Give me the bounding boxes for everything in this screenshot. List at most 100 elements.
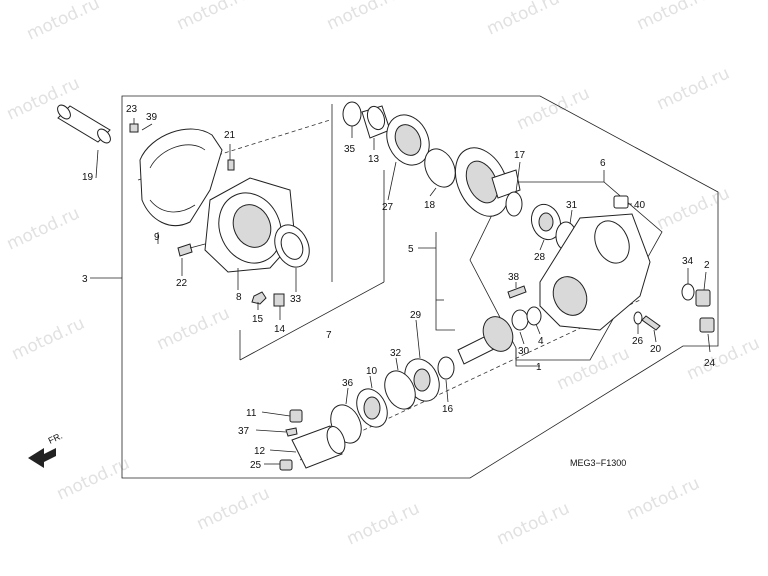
part-34-washer[interactable] xyxy=(681,283,695,301)
callout-19[interactable]: 19 xyxy=(82,172,94,183)
part-38-bolt[interactable] xyxy=(507,285,527,299)
part-11-nut[interactable] xyxy=(289,409,303,423)
callout-3[interactable]: 3 xyxy=(82,274,88,285)
part-10-spline-joint[interactable] xyxy=(351,384,393,432)
callout-35[interactable]: 35 xyxy=(344,144,356,155)
callout-38[interactable]: 38 xyxy=(508,272,520,283)
part-33-oil-seal[interactable] xyxy=(268,219,316,272)
part-20-bolt[interactable] xyxy=(641,315,661,331)
callout-32[interactable]: 32 xyxy=(390,348,402,359)
watermark-text: motod.ru xyxy=(344,498,423,549)
callout-7[interactable]: 7 xyxy=(326,330,332,341)
watermark-layer: motod.ru motod.ru motod.ru motod.ru moto… xyxy=(4,0,763,550)
part-13-collar[interactable] xyxy=(361,104,391,139)
part-14-stud[interactable] xyxy=(273,293,285,307)
part-16-ring[interactable] xyxy=(437,356,455,380)
watermark-text: motod.ru xyxy=(9,313,88,364)
part-28-bearing[interactable] xyxy=(527,200,566,243)
bracket-line xyxy=(515,348,540,367)
callout-22[interactable]: 22 xyxy=(176,278,188,289)
callout-14[interactable]: 14 xyxy=(274,324,286,335)
callout-13[interactable]: 13 xyxy=(368,154,380,165)
callout-15[interactable]: 15 xyxy=(252,314,264,325)
part-25-bolt[interactable] xyxy=(279,459,293,471)
watermark-text: motod.ru xyxy=(4,203,83,254)
axis-line xyxy=(137,119,331,181)
callout-10[interactable]: 10 xyxy=(366,366,378,377)
callout-34[interactable]: 34 xyxy=(682,256,694,267)
part-18-shim[interactable] xyxy=(419,144,461,192)
callout-39[interactable]: 39 xyxy=(146,112,158,123)
watermark-text: motod.ru xyxy=(684,333,763,384)
part-9-dust-cover[interactable] xyxy=(139,128,223,227)
diagram-code: MEG3−F1300 xyxy=(570,458,626,468)
callout-1[interactable]: 1 xyxy=(536,362,542,373)
callout-40[interactable]: 40 xyxy=(634,200,646,211)
part-2-plug[interactable] xyxy=(695,289,711,307)
callout-9[interactable]: 9 xyxy=(154,232,160,243)
part-35-o-ring[interactable] xyxy=(342,101,362,127)
part-30-shim[interactable] xyxy=(526,306,542,326)
part-8-case-cover[interactable] xyxy=(204,177,296,273)
part-24-plug[interactable] xyxy=(699,317,715,333)
bracket-line xyxy=(239,281,385,361)
part-15-nut[interactable] xyxy=(251,291,267,305)
callout-4[interactable]: 4 xyxy=(538,336,544,347)
watermark-text: motod.ru xyxy=(24,0,103,45)
part-22-bolt[interactable] xyxy=(177,243,206,257)
callout-2[interactable]: 2 xyxy=(704,260,710,271)
callout-33[interactable]: 33 xyxy=(290,294,302,305)
part-19-sleeve[interactable] xyxy=(55,103,113,146)
part-21-bolt[interactable] xyxy=(227,159,235,171)
front-label: FR. xyxy=(47,431,64,446)
callout-29[interactable]: 29 xyxy=(410,310,422,321)
leader-lines xyxy=(90,118,711,465)
front-direction-indicator: FR. xyxy=(28,431,64,468)
part-32-ring[interactable] xyxy=(379,366,421,414)
callout-17[interactable]: 17 xyxy=(514,150,526,161)
part-12-sleeve[interactable] xyxy=(291,424,348,469)
callout-31[interactable]: 31 xyxy=(566,200,578,211)
part-26-washer[interactable] xyxy=(633,311,643,325)
part-40-cap[interactable] xyxy=(613,195,629,209)
watermark-text: motod.ru xyxy=(654,63,733,114)
watermark-text: motod.ru xyxy=(194,483,273,534)
watermark-text: motod.ru xyxy=(514,83,593,134)
bracket-line xyxy=(435,232,455,331)
assembly-outline-3 xyxy=(121,95,719,479)
callout-16[interactable]: 16 xyxy=(442,404,454,415)
watermark-text: motod.ru xyxy=(654,183,733,234)
callout-23[interactable]: 23 xyxy=(126,104,138,115)
callout-25[interactable]: 25 xyxy=(250,460,262,471)
watermark-text: motod.ru xyxy=(324,0,403,35)
callout-37[interactable]: 37 xyxy=(238,426,250,437)
watermark-text: motod.ru xyxy=(634,0,713,35)
callout-36[interactable]: 36 xyxy=(342,378,354,389)
callout-8[interactable]: 8 xyxy=(236,292,242,303)
watermark-text: motod.ru xyxy=(554,343,633,394)
callout-5[interactable]: 5 xyxy=(408,244,414,255)
part-37-screw[interactable] xyxy=(285,427,298,437)
part-17-shim[interactable] xyxy=(505,191,523,217)
part-23-bolt[interactable] xyxy=(129,123,139,133)
callout-6[interactable]: 6 xyxy=(600,158,606,169)
callout-12[interactable]: 12 xyxy=(254,446,266,457)
callout-26[interactable]: 26 xyxy=(632,336,644,347)
ring-gear[interactable] xyxy=(445,139,521,225)
callout-28[interactable]: 28 xyxy=(534,252,546,263)
callout-27[interactable]: 27 xyxy=(382,202,394,213)
arrow-icon xyxy=(28,448,56,468)
callout-11[interactable]: 11 xyxy=(246,408,257,419)
watermark-text: motod.ru xyxy=(174,0,253,35)
callout-24[interactable]: 24 xyxy=(704,358,716,369)
callout-30[interactable]: 30 xyxy=(518,346,530,357)
part-27-bearing[interactable] xyxy=(379,108,437,172)
watermark-text: motod.ru xyxy=(624,473,703,524)
callout-20[interactable]: 20 xyxy=(650,344,662,355)
drive-pinion[interactable] xyxy=(457,312,518,365)
callout-18[interactable]: 18 xyxy=(424,200,436,211)
part-4-nut[interactable] xyxy=(511,309,529,331)
callout-21[interactable]: 21 xyxy=(224,130,236,141)
final-gear-case[interactable] xyxy=(539,213,651,331)
